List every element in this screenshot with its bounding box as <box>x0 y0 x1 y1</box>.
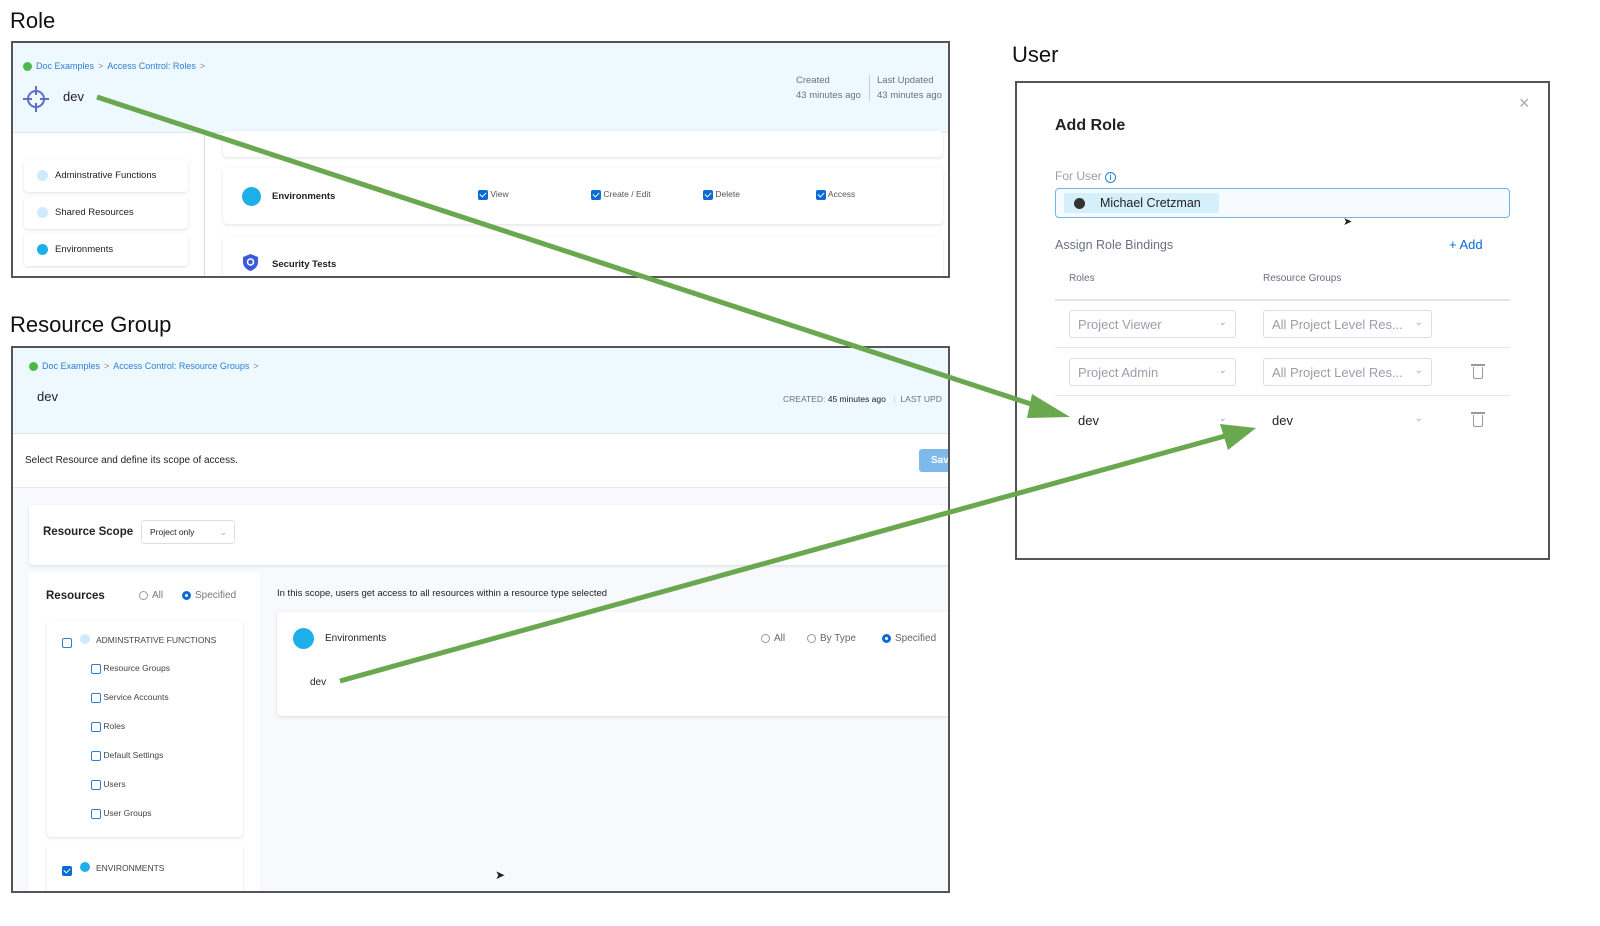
bindings-label: Assign Role Bindings <box>1055 238 1174 252</box>
resource-checkbox[interactable] <box>91 750 101 761</box>
user-input[interactable]: Michael Cretzman <box>1055 188 1510 218</box>
col-roles: Roles <box>1069 273 1095 284</box>
env-radio-specified[interactable]: Specified <box>882 633 936 644</box>
permission-create-edit[interactable]: Create / Edit <box>591 189 651 200</box>
divider <box>1055 347 1510 348</box>
for-user-label: For User i <box>1055 169 1117 183</box>
dialog-title: Add Role <box>1055 117 1126 134</box>
env-radio-all[interactable]: All <box>761 633 785 644</box>
save-button[interactable]: Sav <box>919 449 948 472</box>
radio-specified[interactable]: Specified <box>182 590 236 601</box>
role-dropdown[interactable]: dev⌄ <box>1069 406 1236 434</box>
resource-item[interactable]: Users <box>91 779 126 790</box>
divider <box>204 133 205 276</box>
resource-group-screenshot: Doc Examples> Access Control: Resource G… <box>11 346 950 893</box>
resource-item[interactable]: Roles <box>91 721 125 732</box>
role-dropdown[interactable]: Project Viewer⌄ <box>1069 310 1236 338</box>
instructions-bar: Select Resource and define its scope of … <box>13 434 948 488</box>
crosshair-icon <box>23 86 49 112</box>
shield-icon <box>243 254 258 271</box>
env-radio-by-type[interactable]: By Type <box>807 633 856 644</box>
page-title: dev <box>63 89 84 104</box>
user-chip[interactable]: Michael Cretzman <box>1064 193 1219 213</box>
environments-resource-card: Environments All By Type Specified dev <box>277 612 948 716</box>
scope-dropdown[interactable]: Project only⌄ <box>141 520 235 544</box>
divider <box>1055 395 1510 396</box>
resource-item[interactable]: Resource Groups <box>91 663 170 674</box>
resource-item[interactable]: Default Settings <box>91 750 163 761</box>
environments-icon <box>242 187 261 206</box>
user-section-label: User <box>1012 42 1059 67</box>
avatar <box>1074 198 1085 209</box>
created-meta: CREATED: 45 minutes ago |LAST UPD <box>783 394 942 404</box>
breadcrumb-link[interactable]: Doc Examples <box>42 361 101 371</box>
role-section-label: Role <box>10 8 56 33</box>
resource-item[interactable]: Service Accounts <box>91 692 169 703</box>
resource-scope-card: Resource Scope Project only⌄ <box>29 505 948 565</box>
role-dropdown[interactable]: Project Admin⌄ <box>1069 358 1236 386</box>
sidebar-item-environments[interactable]: Environments <box>24 234 188 266</box>
resource-checkbox[interactable] <box>91 808 101 819</box>
resource-item[interactable]: User Groups <box>91 808 152 819</box>
resource-checkbox[interactable] <box>91 721 101 732</box>
permission-access[interactable]: Access <box>816 189 855 200</box>
project-icon <box>23 61 32 71</box>
role-header: Doc Examples> Access Control: Roles> dev… <box>13 43 948 133</box>
breadcrumb-link[interactable]: Access Control: Roles <box>107 61 196 71</box>
add-binding-button[interactable]: + Add <box>1449 237 1483 252</box>
radio-all[interactable]: All <box>139 590 163 601</box>
project-icon <box>29 361 38 371</box>
resource-group-dropdown[interactable]: All Project Level Res...⌄ <box>1263 358 1432 386</box>
environments-checkbox[interactable] <box>62 862 72 880</box>
sidebar-item-shared[interactable]: Shared Resources <box>24 197 188 229</box>
selected-environment: dev <box>310 677 327 688</box>
resource-checkbox[interactable] <box>91 779 101 790</box>
permission-row-security-tests: Security Tests <box>223 236 943 276</box>
breadcrumb: Doc Examples> Access Control: Roles> <box>23 61 205 71</box>
resource-group-dropdown[interactable]: dev⌄ <box>1263 406 1432 434</box>
mouse-cursor-icon: ➤ <box>495 868 506 882</box>
breadcrumb-link[interactable]: Access Control: Resource Groups <box>113 361 250 371</box>
admin-group-checkbox[interactable] <box>62 634 72 652</box>
col-resource-groups: Resource Groups <box>1263 273 1342 284</box>
close-icon[interactable]: × <box>1519 93 1530 113</box>
trash-icon[interactable] <box>1471 412 1485 427</box>
permission-view[interactable]: View <box>478 189 509 200</box>
breadcrumb: Doc Examples> Access Control: Resource G… <box>29 361 259 371</box>
environments-group: ENVIRONMENTS <box>47 845 243 891</box>
permission-card <box>223 131 943 157</box>
role-screenshot: Doc Examples> Access Control: Roles> dev… <box>11 41 950 278</box>
breadcrumb-link[interactable]: Doc Examples <box>36 61 95 71</box>
trash-icon[interactable] <box>1471 364 1485 379</box>
divider <box>869 75 870 101</box>
resource-checkbox[interactable] <box>91 692 101 703</box>
permission-delete[interactable]: Delete <box>703 189 740 200</box>
resource-checkbox[interactable] <box>91 663 101 674</box>
page-title: dev <box>37 389 58 404</box>
admin-functions-group: ADMINSTRATIVE FUNCTIONS Resource Groups … <box>47 620 243 837</box>
environments-icon <box>293 628 314 649</box>
resources-panel: Resources All Specified ADMINSTRATIVE FU… <box>29 572 260 891</box>
resource-group-dropdown[interactable]: All Project Level Res...⌄ <box>1263 310 1432 338</box>
add-role-dialog: × Add Role For User i Michael Cretzman ➤… <box>1015 81 1550 560</box>
permission-row-environments: Environments View Create / Edit Delete A… <box>223 168 943 224</box>
resource-group-section-label: Resource Group <box>10 312 172 337</box>
sidebar-item-admin[interactable]: Adminstrative Functions <box>24 160 188 192</box>
mouse-cursor-icon: ➤ <box>1343 216 1353 228</box>
info-icon: i <box>1105 172 1117 183</box>
resource-group-header: Doc Examples> Access Control: Resource G… <box>13 348 948 434</box>
divider <box>1055 299 1510 301</box>
scope-note: In this scope, users get access to all r… <box>277 588 608 599</box>
